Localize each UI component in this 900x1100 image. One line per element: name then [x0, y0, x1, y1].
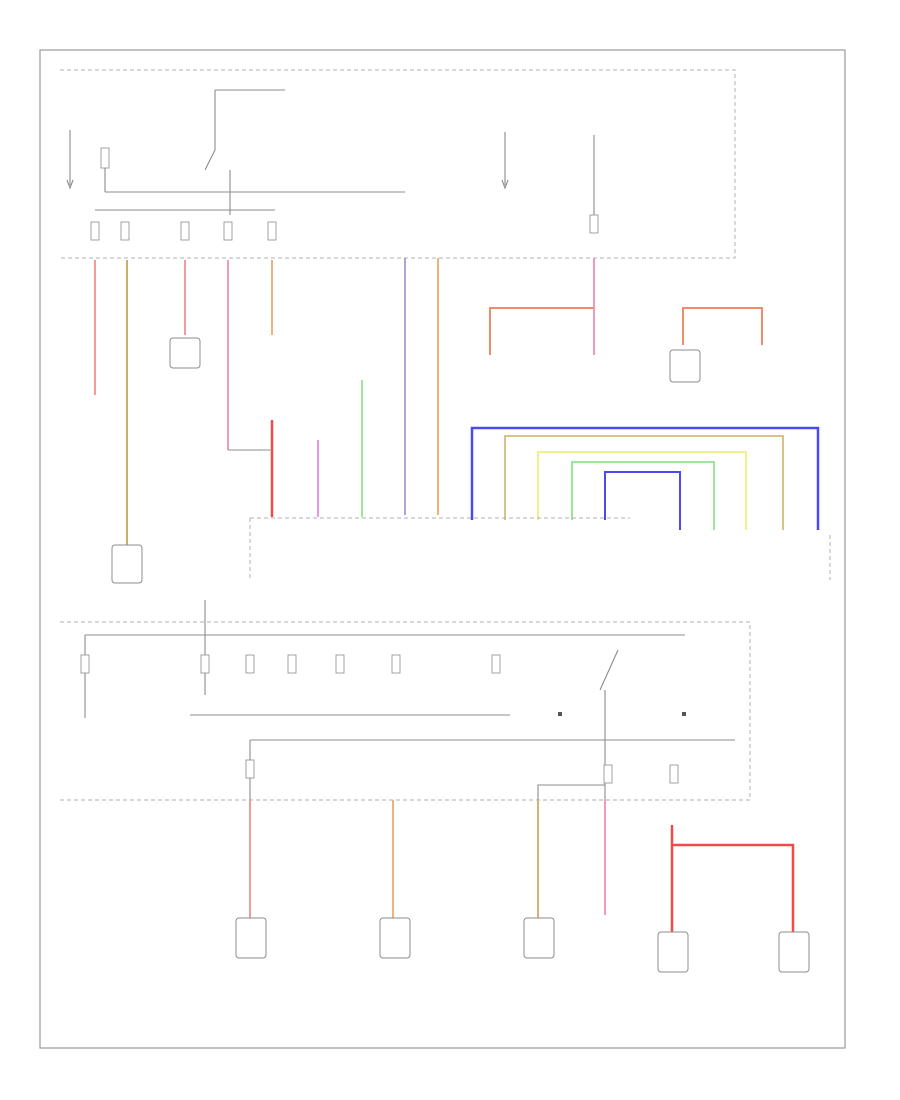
fuse-5 — [267, 221, 277, 241]
wire-blue-outer — [470, 426, 820, 530]
relay-contact-1 — [558, 712, 562, 716]
wire-tan-loop — [504, 435, 784, 530]
lower-fuse-2 — [200, 654, 210, 674]
lower-fuse-9 — [603, 764, 613, 784]
relay-switch-lower — [599, 649, 619, 691]
component-left-lower — [111, 544, 143, 584]
lower-fuse-6 — [391, 654, 401, 674]
fuse-6 — [589, 214, 599, 234]
wire-green-loop — [571, 461, 715, 530]
top-fuse-main — [100, 147, 110, 169]
fuse-2 — [120, 221, 130, 241]
relay-switch-top — [204, 89, 285, 171]
ground-arrowhead-left — [66, 179, 74, 190]
component-bottom-5 — [778, 931, 810, 973]
fuse-3 — [180, 221, 190, 241]
relay-contact-2 — [682, 712, 686, 716]
branch-to-bottom-3 — [537, 784, 605, 800]
component-top-2 — [669, 349, 701, 383]
component-top-1 — [169, 337, 201, 369]
wire-salmon-branch-left — [489, 307, 594, 355]
lower-fuse-1 — [80, 654, 90, 674]
top-box-outline — [60, 69, 736, 259]
lower-fuse-5 — [335, 654, 345, 674]
lower-fuse-3 — [245, 654, 255, 674]
lower-fuse-8 — [245, 759, 255, 779]
wire-salmon-branch-right — [682, 307, 763, 345]
component-bottom-2 — [379, 917, 411, 959]
fuse-4 — [223, 221, 233, 241]
outer-frame — [39, 49, 846, 1049]
component-bottom-1 — [235, 917, 267, 959]
lower-fuse-7 — [491, 654, 501, 674]
component-bottom-4 — [657, 931, 689, 973]
component-bottom-3 — [523, 917, 555, 959]
lower-box-outline — [60, 621, 751, 801]
lower-fuse-row — [80, 654, 501, 674]
top-fuse-row — [90, 214, 599, 241]
fuse-1 — [90, 221, 100, 241]
lower-fuse-10 — [669, 764, 679, 784]
wire-yellow-loop — [537, 451, 747, 530]
wire-blue-inner — [604, 471, 681, 530]
lower-fuse-4 — [287, 654, 297, 674]
ground-arrowhead-right — [501, 179, 509, 190]
wire-red-bottom-branch — [672, 843, 795, 932]
